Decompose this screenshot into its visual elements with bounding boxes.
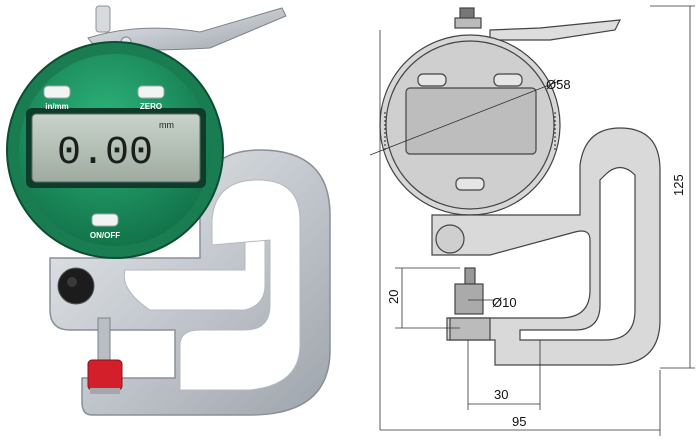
dim-throat-depth: 20 xyxy=(386,290,401,304)
dim-width: 95 xyxy=(512,414,526,429)
c-frame xyxy=(49,149,331,416)
digital-gauge: 0.00 mm in/mm ZERO ON/OFF xyxy=(6,41,224,259)
lock-knob[interactable] xyxy=(57,267,95,305)
dim-anvil-offset: 30 xyxy=(494,387,508,402)
inmm-label: in/mm xyxy=(45,102,69,111)
inmm-button[interactable]: in/mm xyxy=(43,85,71,111)
dim-anvil-diameter: Ø10 xyxy=(492,295,517,310)
measuring-spindle xyxy=(87,317,123,394)
onoff-label: ON/OFF xyxy=(90,231,120,240)
zero-button[interactable]: ZERO xyxy=(137,85,165,111)
onoff-button[interactable]: ON/OFF xyxy=(90,213,120,240)
drawing-outline xyxy=(379,7,661,366)
display-reading: 0.00 xyxy=(57,131,153,176)
dim-height: 125 xyxy=(671,174,686,196)
dim-dial-diameter: Ø58 xyxy=(546,77,571,92)
technical-drawing: Ø58 125 20 Ø10 30 95 xyxy=(369,5,695,436)
dimension-lines xyxy=(369,5,695,436)
display-unit: mm xyxy=(159,120,174,130)
product-photo: 0.00 mm in/mm ZERO ON/OFF xyxy=(6,5,331,416)
zero-label: ZERO xyxy=(140,102,162,111)
